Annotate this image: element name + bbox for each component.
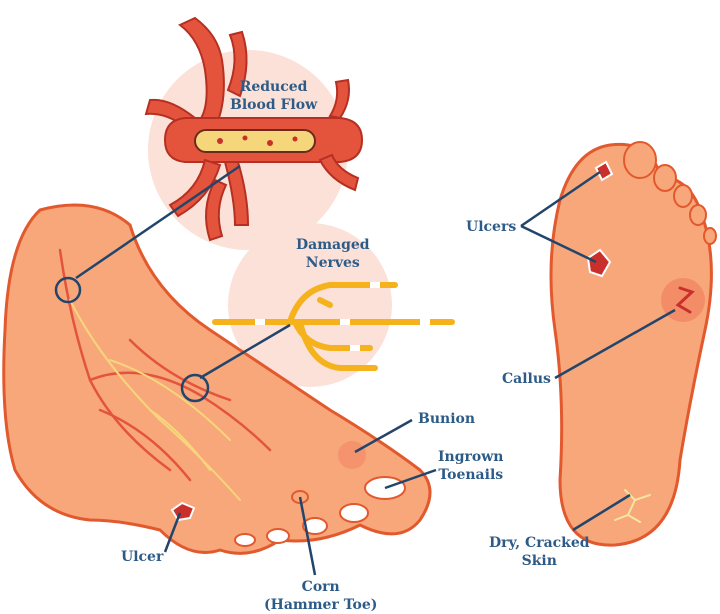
leader-lines bbox=[54, 164, 676, 576]
dry-cracked-skin-label: Dry, Cracked Skin bbox=[489, 534, 590, 570]
reduced-blood-flow-label: Reduced Blood Flow bbox=[230, 78, 317, 114]
corn-label: Corn (Hammer Toe) bbox=[264, 578, 377, 614]
sole-toes-icon bbox=[623, 141, 717, 245]
ingrown-line1: Ingrown bbox=[438, 449, 504, 465]
bunion-label: Bunion bbox=[418, 410, 475, 428]
reduced-blood-flow-line2: Blood Flow bbox=[230, 97, 318, 113]
corn-line2: (Hammer Toe) bbox=[264, 597, 378, 613]
callus-label: Callus bbox=[502, 370, 551, 388]
damaged-nerves-line1: Damaged bbox=[296, 237, 370, 253]
dry-line2: Skin bbox=[521, 553, 557, 569]
bunion-text: Bunion bbox=[418, 411, 476, 427]
damaged-nerves-line2: Nerves bbox=[305, 255, 360, 271]
nerve-nodes-icon bbox=[255, 282, 430, 351]
ulcers-text: Ulcers bbox=[466, 219, 517, 235]
nerve-icon bbox=[212, 282, 455, 371]
side-nerves-icon bbox=[69, 299, 241, 501]
sole-ulcer-top-icon bbox=[594, 160, 614, 182]
ulcer-text: Ulcer bbox=[121, 549, 164, 565]
reduced-blood-flow-line1: Reduced bbox=[239, 79, 308, 95]
callus-text: Callus bbox=[502, 371, 551, 387]
sole-ulcer-mid-icon bbox=[586, 248, 612, 278]
bunion-spot-icon bbox=[338, 441, 366, 469]
side-foot-shape bbox=[2, 203, 432, 555]
ingrown-toenails-label: Ingrown Toenails bbox=[438, 448, 503, 484]
ingrown-line2: Toenails bbox=[438, 467, 504, 483]
veins-icon bbox=[58, 248, 272, 482]
ulcers-label: Ulcers bbox=[466, 218, 516, 236]
toenails-icon bbox=[234, 476, 406, 547]
damaged-nerves-label: Damaged Nerves bbox=[296, 236, 370, 272]
callus-icon bbox=[675, 286, 695, 314]
ulcer-label: Ulcer bbox=[121, 548, 163, 566]
plaque-icon bbox=[194, 129, 316, 153]
plaque-spots-icon bbox=[217, 135, 298, 146]
dry-line1: Dry, Cracked bbox=[489, 535, 590, 551]
corn-line1: Corn bbox=[301, 579, 340, 595]
